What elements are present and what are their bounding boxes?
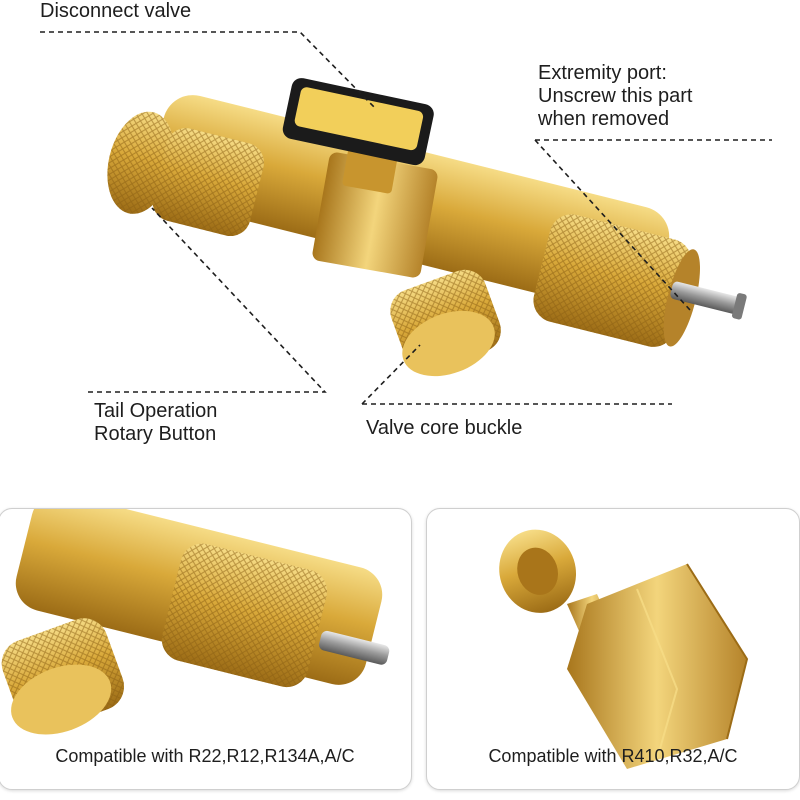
label-extremity-port-line3: when removed [538,108,670,130]
panel-r22-compatibility: Compatible with R22,R12,R134A,A/C [0,508,412,790]
label-tail-operation: Tail Operation Rotary Button [94,400,217,446]
caption-left: Compatible with R22,R12,R134A,A/C [55,746,355,766]
caption-right: Compatible with R410,R32,A/C [488,746,738,766]
label-tail-operation-line2: Rotary Button [94,423,217,445]
label-disconnect-valve-text: Disconnect valve [40,0,192,22]
label-disconnect-valve: Disconnect valve [40,0,191,23]
right-knurled-nut [533,214,700,347]
panel-r410-compatibility: Compatible with R410,R32,A/C [426,508,800,790]
disconnect-valve-handle [282,78,434,166]
label-extremity-port-line1: Extremity port: [538,62,667,84]
adapter-fitting-illustration [499,529,749,769]
label-valve-core-buckle: Valve core buckle [366,417,522,440]
label-valve-core-buckle-text: Valve core buckle [366,417,523,439]
label-tail-operation-line1: Tail Operation [94,400,218,422]
tail-rotary-button [107,111,264,237]
extremity-port-pin [670,281,747,320]
closeup-valve-illustration [1,509,390,735]
label-extremity-port: Extremity port: Unscrew this part when r… [538,62,693,131]
valve-core-buckle-cap [390,269,501,377]
label-extremity-port-line2: Unscrew this part [538,85,693,107]
ball-valve-block [312,146,438,278]
